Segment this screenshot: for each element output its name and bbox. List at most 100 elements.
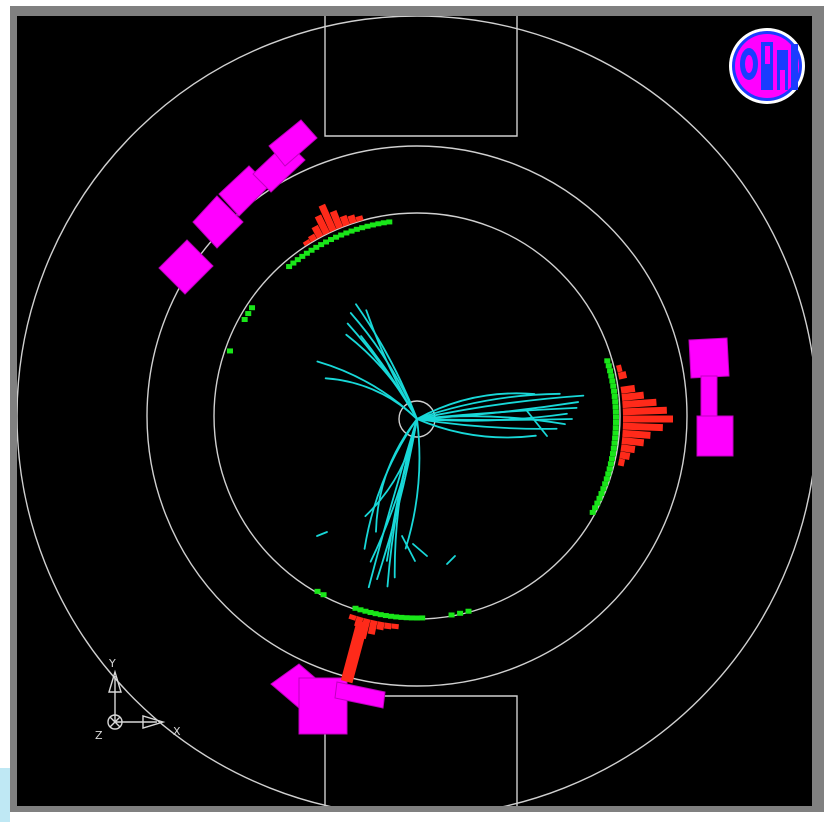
track — [416, 415, 566, 426]
ecal-tower — [619, 451, 631, 460]
ecal-tower — [622, 398, 657, 409]
hit-cluster-right — [607, 461, 614, 467]
hcal-block — [688, 337, 730, 379]
hit-cluster-top — [375, 221, 382, 227]
inner-tracker-ring — [213, 212, 621, 620]
hit-cluster-top — [386, 219, 393, 225]
hcal-deposits — [158, 119, 734, 735]
track — [416, 418, 573, 421]
hit-cluster-bottom — [362, 608, 369, 614]
hit-cluster-bottom — [465, 608, 472, 614]
hcal-block — [192, 195, 244, 249]
bottom-pole-box — [324, 695, 518, 806]
hit-cluster-right — [603, 476, 610, 482]
hit-cluster-left — [249, 305, 256, 311]
hit-cluster-right — [609, 456, 616, 462]
hit-cluster-top — [333, 234, 340, 240]
ecal-tower — [620, 444, 636, 454]
x-axis-label: X — [173, 725, 181, 738]
hcal-block — [696, 415, 734, 457]
hcal-block — [268, 119, 318, 167]
hit-cluster-bottom — [403, 615, 410, 621]
hit-cluster-left — [245, 311, 252, 317]
hit-cluster-top — [380, 220, 387, 226]
hit-cluster-right — [600, 486, 607, 492]
hit-cluster-top — [369, 222, 376, 228]
hit-cluster-right — [606, 466, 613, 472]
hit-cluster-top — [294, 257, 301, 263]
hcal-block — [700, 375, 718, 417]
hit-cluster-right — [608, 373, 615, 379]
ecal-tower — [367, 619, 378, 635]
track — [404, 418, 421, 550]
hit-cluster-right — [612, 399, 619, 405]
hit-cluster-right — [594, 500, 601, 506]
hit-cluster-right — [589, 509, 596, 515]
z-axis-label: Z — [95, 729, 103, 742]
track-fragment — [446, 555, 456, 565]
ecal-tower — [622, 422, 663, 432]
hit-cluster-bottom — [320, 592, 327, 598]
track-fragment — [526, 410, 548, 437]
ecal-tower — [621, 437, 645, 447]
hit-cluster-top — [343, 230, 350, 236]
hit-cluster-right — [609, 451, 616, 457]
ecal-tower — [302, 239, 311, 247]
ecal-tower — [617, 458, 626, 467]
hit-cluster-right — [604, 358, 611, 364]
track — [416, 418, 537, 439]
ecal-tower — [384, 622, 392, 630]
track-fragment — [316, 531, 328, 537]
coil-ring — [146, 145, 688, 687]
hit-cluster-right — [605, 471, 612, 477]
ecal-tower — [623, 415, 673, 423]
hit-cluster-bottom — [377, 612, 384, 618]
ecal-tower — [311, 224, 324, 239]
hit-cluster-top — [313, 244, 320, 250]
track — [416, 392, 536, 420]
ecal-tower — [622, 429, 651, 439]
hit-cluster-right — [592, 505, 599, 511]
hit-cluster-top — [328, 237, 335, 243]
hit-cluster-right — [611, 393, 618, 399]
hit-cluster-right — [612, 435, 619, 441]
y-axis-arrow — [108, 669, 122, 693]
track — [363, 418, 418, 550]
hit-cluster-right — [609, 378, 616, 384]
event-display-viewport: Y X Z — [17, 16, 812, 806]
ecal-tower — [339, 214, 350, 227]
hit-cluster-right — [612, 419, 619, 425]
track — [360, 335, 418, 420]
hit-cluster-top — [338, 232, 345, 238]
hit-cluster-right — [612, 425, 619, 431]
top-pole-box — [324, 16, 518, 137]
hit-cluster-right — [612, 404, 619, 410]
ecal-tower — [391, 623, 399, 630]
hit-cluster-right — [610, 445, 617, 451]
hit-cluster-right — [596, 495, 603, 501]
x-axis-arrow — [142, 715, 166, 729]
ecal-deposits — [302, 203, 673, 684]
hit-cluster-right — [612, 414, 619, 420]
track — [316, 360, 418, 420]
track — [364, 418, 418, 518]
hit-cluster-right — [598, 491, 605, 497]
hit-cluster-top — [318, 242, 325, 248]
hit-cluster-right — [612, 430, 619, 436]
ecal-tower — [318, 203, 337, 233]
hit-cluster-bottom — [408, 615, 415, 621]
presampler-hits — [227, 219, 619, 621]
corner-tab — [0, 768, 10, 822]
hit-cluster-right — [612, 409, 619, 415]
hit-cluster-bottom — [367, 610, 374, 616]
hit-cluster-bottom — [382, 613, 389, 619]
ecal-tower — [621, 391, 645, 401]
track — [375, 418, 418, 533]
hit-cluster-top — [353, 226, 360, 232]
track — [416, 394, 585, 420]
event-display-canvas — [17, 16, 812, 806]
hit-cluster-bottom — [372, 611, 379, 617]
hit-cluster-bottom — [448, 612, 455, 618]
hcal-block — [334, 681, 386, 709]
hit-cluster-top — [303, 250, 310, 256]
